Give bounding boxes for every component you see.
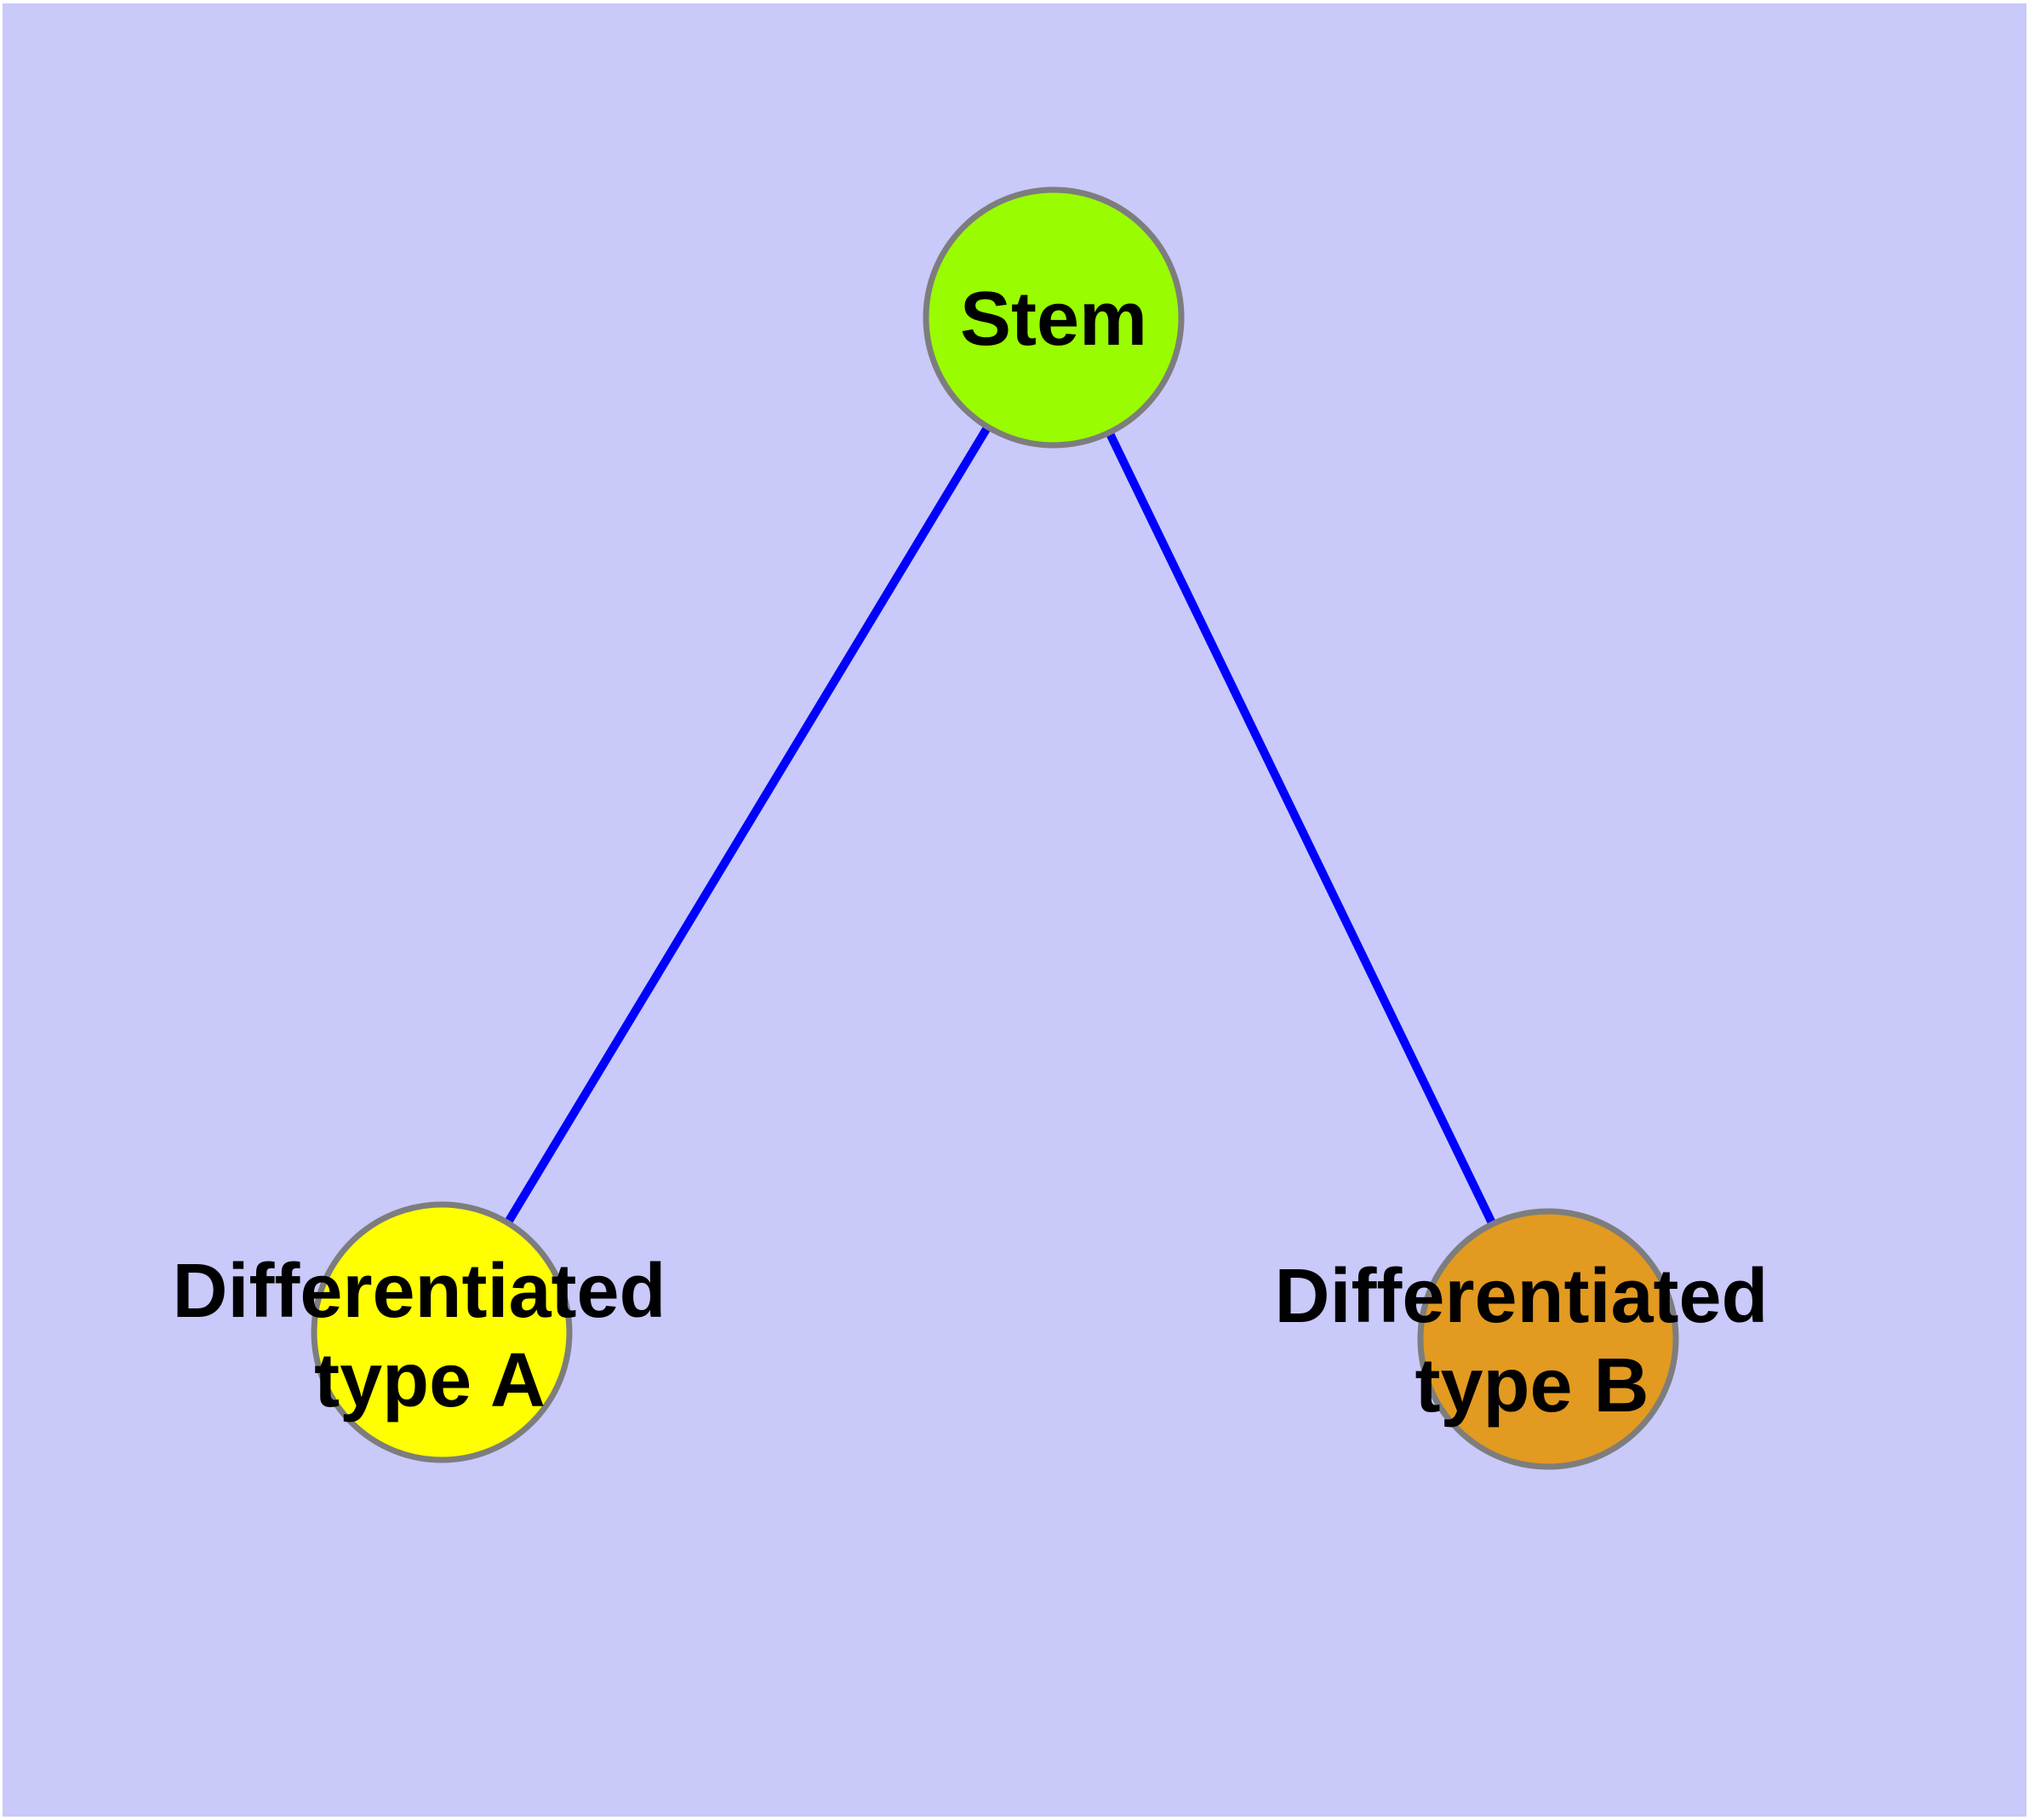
node-differentiated-type-a-label-line2: type A — [314, 1338, 546, 1423]
node-differentiated-type-a: Differentiated type A — [172, 1201, 687, 1463]
node-differentiated-type-b-label: Differentiated type B — [1274, 1254, 1789, 1428]
right-edge-highlight — [2026, 0, 2029, 1820]
node-stem-circle — [923, 186, 1185, 449]
node-stem: Stem — [923, 186, 1185, 449]
edge-stem-to-type-a — [437, 315, 1058, 1335]
node-differentiated-type-b: Differentiated type B — [1274, 1208, 1789, 1470]
node-differentiated-type-a-circle — [311, 1201, 573, 1463]
top-edge-highlight — [0, 0, 2029, 3]
bottom-edge-highlight — [0, 1817, 2029, 1820]
node-stem-label: Stem — [960, 277, 1147, 362]
node-differentiated-type-a-label-line1: Differentiated — [172, 1249, 666, 1334]
edge-stem-to-type-b — [1049, 315, 1552, 1342]
node-differentiated-type-b-label-line1: Differentiated — [1274, 1254, 1768, 1339]
left-edge-highlight — [0, 0, 3, 1820]
node-differentiated-type-b-circle — [1417, 1208, 1679, 1470]
node-differentiated-type-b-label-line2: type B — [1415, 1343, 1649, 1428]
node-differentiated-type-a-label: Differentiated type A — [172, 1249, 687, 1423]
